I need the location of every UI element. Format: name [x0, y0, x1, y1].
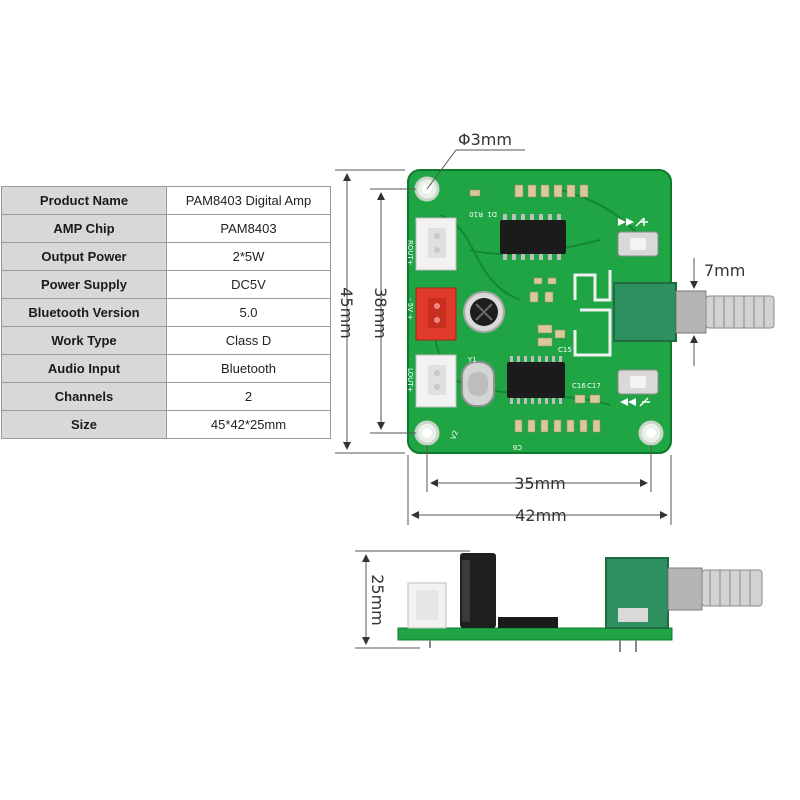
spec-key: Product Name: [1, 186, 167, 215]
silk-lout: LOUT+: [406, 368, 414, 393]
dim-board-width: 42mm: [515, 506, 567, 525]
spec-value: 2*5W: [166, 242, 331, 271]
next-track-icon: [618, 218, 634, 226]
potentiometer-top: [613, 282, 775, 342]
prev-track-icon: [620, 398, 636, 406]
dim-profile-height: 25mm: [368, 574, 387, 626]
spec-value: Bluetooth: [166, 354, 331, 383]
dim-hole-diameter: Φ3mm: [458, 130, 512, 149]
connector-power: [415, 287, 457, 341]
connector-left-out: [415, 354, 457, 408]
spec-key: Size: [1, 410, 167, 439]
connector-right-out: [415, 217, 457, 271]
crystal: [461, 361, 495, 407]
silk-rout: ROUT+: [406, 240, 414, 266]
spec-key: Output Power: [1, 242, 167, 271]
spec-value: 5.0: [166, 298, 331, 327]
dim-shaft-diameter: 7mm: [704, 261, 745, 280]
silk-c16: C16: [572, 382, 586, 390]
dimension-lines: [335, 149, 698, 649]
smd-components: [469, 184, 601, 433]
silk-r10: R10: [469, 210, 483, 218]
spec-key: Work Type: [1, 326, 167, 355]
silk-power: - 5V +: [406, 298, 414, 320]
spec-value: 2: [166, 382, 331, 411]
dim-board-height: 45mm: [337, 287, 356, 339]
bluetooth-chip: [507, 356, 565, 404]
antenna-trace: [573, 270, 612, 357]
amp-chip: [500, 214, 566, 260]
button-prev: [617, 369, 659, 395]
spec-value: DC5V: [166, 270, 331, 299]
electrolytic-capacitor: [463, 291, 505, 333]
spec-value: 45*42*25mm: [166, 410, 331, 439]
spec-key: Audio Input: [1, 354, 167, 383]
button-next: [617, 231, 659, 257]
silk-y1: Y1: [467, 356, 477, 364]
silk-c17: C17: [587, 382, 601, 390]
silk-d1: D1: [487, 210, 497, 218]
spec-value: PAM8403 Digital Amp: [166, 186, 331, 215]
spec-key: Power Supply: [1, 270, 167, 299]
pcb-side-view: [397, 553, 763, 652]
volume-up-icon: [635, 217, 648, 227]
silk-c15: C15: [558, 346, 572, 354]
silk-c6: C6: [512, 443, 522, 451]
dim-hole-spacing: 35mm: [514, 474, 566, 493]
dim-inner-height: 38mm: [371, 287, 390, 339]
pcb-top-view: ROUT+ - 5V + LOUT+ V2 Y1 R10 D1 C15 C16 …: [406, 169, 672, 454]
silk-version: V2: [449, 429, 460, 440]
volume-down-icon: [639, 397, 650, 407]
spec-key: Channels: [1, 382, 167, 411]
spec-key: Bluetooth Version: [1, 298, 167, 327]
spec-value: PAM8403: [166, 214, 331, 243]
